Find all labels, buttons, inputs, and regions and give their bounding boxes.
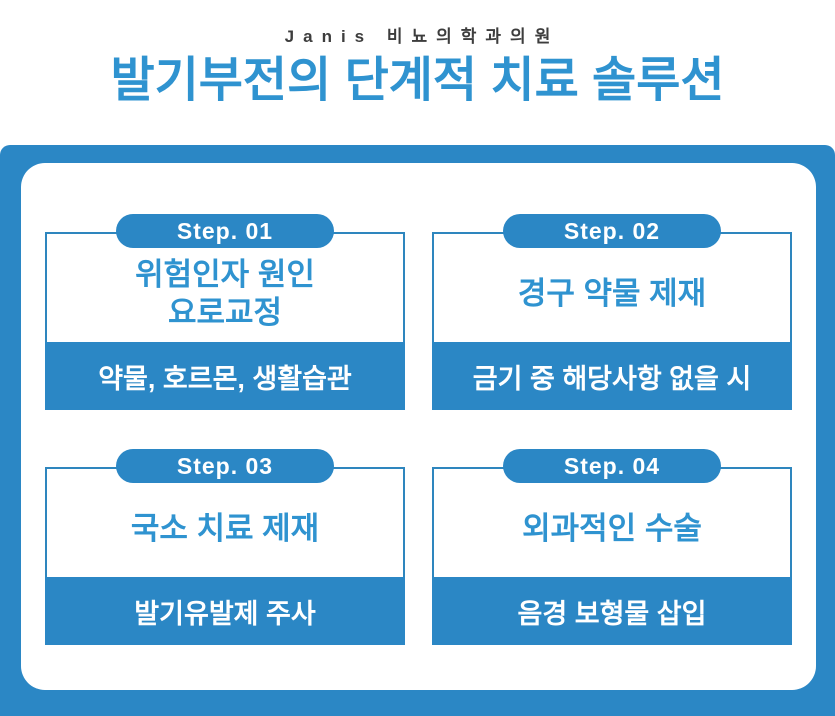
- step-2-title: 경구 약물 제재: [517, 276, 707, 311]
- step-3-badge: Step. 03: [116, 449, 334, 483]
- step-card-4: Step. 04 외과적인 수술 음경 보형물 삽입: [432, 449, 792, 645]
- step-2-subtitle: 금기 중 해당사항 없을 시: [432, 342, 792, 410]
- step-4-title: 외과적인 수술: [522, 511, 702, 546]
- step-3-title: 국소 치료 제재: [130, 511, 320, 546]
- step-1-badge: Step. 01: [116, 214, 334, 248]
- step-4-subtitle: 음경 보형물 삽입: [432, 577, 792, 645]
- step-1-title: 위험인자 원인 요로교정: [135, 257, 315, 330]
- step-2-badge: Step. 02: [503, 214, 721, 248]
- clinic-name: Janis 비뇨의학과의원: [284, 27, 560, 46]
- step-card-3: Step. 03 국소 치료 제재 발기유발제 주사: [45, 449, 405, 645]
- step-card-1: Step. 01 위험인자 원인 요로교정 약물, 호르몬, 생활습관: [45, 214, 405, 410]
- steps-panel: Step. 01 위험인자 원인 요로교정 약물, 호르몬, 생활습관 Step…: [21, 163, 816, 690]
- steps-frame: Step. 01 위험인자 원인 요로교정 약물, 호르몬, 생활습관 Step…: [0, 145, 835, 716]
- header: Janis 비뇨의학과의원 발기부전의 단계적 치료 솔루션: [0, 0, 835, 145]
- page-title: 발기부전의 단계적 치료 솔루션: [110, 54, 725, 107]
- step-card-2: Step. 02 경구 약물 제재 금기 중 해당사항 없을 시: [432, 214, 792, 410]
- step-3-subtitle: 발기유발제 주사: [45, 577, 405, 645]
- step-1-subtitle: 약물, 호르몬, 생활습관: [45, 342, 405, 410]
- step-4-badge: Step. 04: [503, 449, 721, 483]
